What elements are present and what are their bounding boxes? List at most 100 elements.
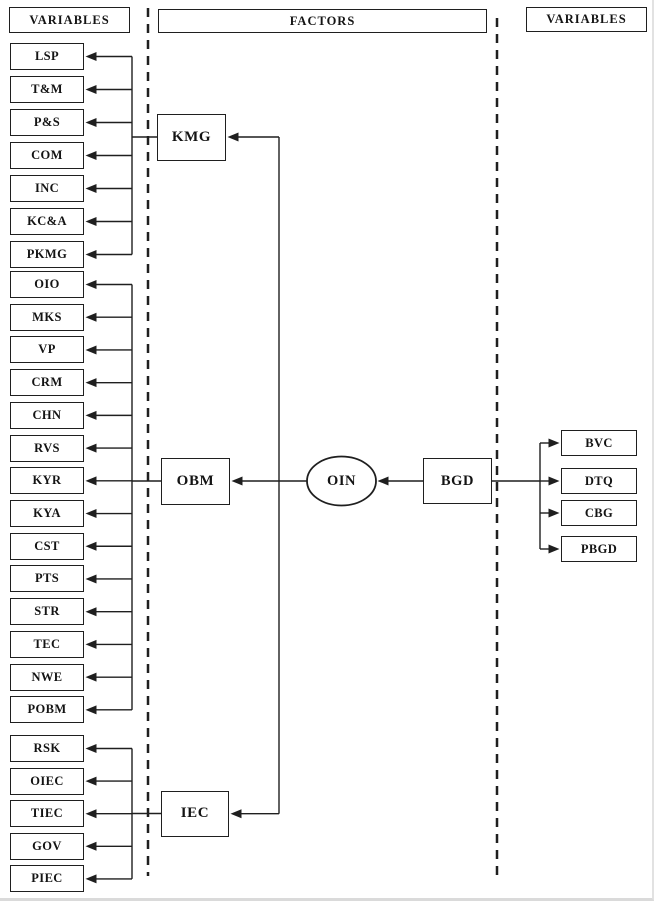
- header-variables-right: VARIABLES: [526, 7, 647, 32]
- variable-box-CRM-label: CRM: [31, 375, 63, 390]
- factor-box-OBM-label: OBM: [176, 472, 215, 489]
- variable-box-PS: P&S: [10, 109, 84, 136]
- arrow-into-TIEC: [85, 809, 97, 819]
- variable-box-PKMG-label: PKMG: [26, 247, 68, 261]
- arrow-into-CST: [85, 541, 97, 551]
- arrow-into-KYA: [85, 509, 97, 519]
- variable-box-KCA: KC&A: [10, 208, 84, 235]
- variable-box-GOV-label: GOV: [32, 838, 62, 853]
- variable-box-DTQ-label: DTQ: [584, 473, 614, 488]
- variable-box-GOV: GOV: [10, 832, 84, 860]
- arrow-into-CHN: [85, 410, 97, 420]
- variable-box-COM-label: COM: [31, 148, 63, 162]
- variable-box-VP-label: VP: [38, 342, 56, 357]
- arrow-into-INC: [85, 184, 97, 193]
- variable-box-CRM: CRM: [10, 369, 84, 397]
- arrow-into-BVC: [548, 438, 560, 448]
- variable-box-KCA-label: KC&A: [27, 214, 67, 228]
- variable-box-PIEC-label: PIEC: [31, 871, 63, 886]
- variable-box-DTQ: DTQ: [561, 468, 637, 494]
- factor-box-IEC: IEC: [161, 790, 229, 837]
- arrow-into-TM: [85, 85, 97, 94]
- factor-box-KMG-label: KMG: [171, 128, 212, 145]
- arrow-into-GOV: [85, 841, 97, 851]
- variable-box-OIO: OIO: [10, 271, 84, 298]
- variable-box-NWE-label: NWE: [31, 669, 63, 684]
- variable-box-PBGD-label: PBGD: [580, 541, 618, 556]
- oin-ellipse: [306, 455, 377, 507]
- variable-box-BVC: BVC: [561, 430, 637, 456]
- variable-box-RVS-label: RVS: [34, 440, 60, 455]
- variable-box-INC-label: INC: [34, 181, 60, 195]
- arrow-into-RSK: [85, 744, 97, 753]
- factor-box-IEC-label: IEC: [180, 805, 210, 821]
- bgd-box: BGD: [423, 458, 492, 504]
- factor-box-OBM: OBM: [161, 457, 230, 505]
- variable-box-CST-label: CST: [34, 538, 60, 553]
- arrow-into-PIEC: [85, 874, 97, 884]
- arrow-into-LSP: [85, 52, 97, 61]
- variable-box-PTS: PTS: [10, 565, 84, 593]
- arrow-into-PBGD: [548, 544, 560, 554]
- variable-box-COM: COM: [10, 142, 84, 169]
- variable-box-LSP: LSP: [10, 43, 84, 70]
- variable-box-PBGD: PBGD: [561, 536, 637, 562]
- variable-box-TIEC: TIEC: [10, 800, 84, 828]
- variable-box-STR-label: STR: [34, 604, 60, 619]
- header-factors-label: FACTORS: [289, 13, 356, 28]
- arrow-into-COM: [85, 151, 97, 160]
- arrow-into-STR: [85, 607, 97, 617]
- variable-box-RSK-label: RSK: [33, 741, 61, 755]
- variable-box-POBM-label: POBM: [27, 702, 67, 717]
- variable-box-MKS: MKS: [10, 303, 84, 331]
- header-variables-right-label: VARIABLES: [546, 12, 627, 26]
- arrow-into-NWE: [85, 672, 97, 682]
- variable-box-KYR: KYR: [10, 467, 84, 495]
- arrow-into-CBG: [548, 508, 560, 518]
- variable-box-TIEC-label: TIEC: [30, 806, 64, 821]
- variable-box-MKS-label: MKS: [32, 309, 62, 324]
- variable-box-TM-label: T&M: [31, 82, 63, 96]
- arrow-into-TEC: [85, 639, 97, 649]
- arrow-into-OIN: [377, 476, 389, 486]
- variable-box-NWE: NWE: [10, 663, 84, 691]
- variable-box-INC: INC: [10, 175, 84, 202]
- bgd-label: BGD: [440, 472, 475, 489]
- arrow-into-DTQ: [548, 476, 560, 486]
- variable-box-OIEC-label: OIEC: [30, 773, 64, 788]
- header-variables-left-label: VARIABLES: [29, 12, 110, 27]
- arrow-into-KYR: [85, 476, 97, 486]
- variable-box-PTS-label: PTS: [34, 571, 60, 586]
- variable-box-TM: T&M: [10, 76, 84, 103]
- variable-box-KYR-label: KYR: [32, 473, 62, 488]
- arrow-into-IEC: [230, 809, 242, 819]
- variable-box-RVS: RVS: [10, 434, 84, 462]
- factor-box-KMG: KMG: [157, 113, 226, 161]
- arrow-into-KCA: [85, 217, 97, 226]
- arrow-into-RVS: [85, 443, 97, 453]
- variable-box-CHN: CHN: [10, 401, 84, 429]
- variable-box-TEC-label: TEC: [33, 636, 61, 651]
- variable-box-LSP-label: LSP: [34, 49, 60, 63]
- arrow-into-CRM: [85, 378, 97, 388]
- arrow-into-MKS: [85, 312, 97, 322]
- variable-box-VP: VP: [10, 336, 84, 364]
- variable-box-CST: CST: [10, 532, 84, 560]
- variable-box-KYA-label: KYA: [33, 506, 61, 521]
- variable-box-PKMG: PKMG: [10, 241, 84, 268]
- variable-box-CBG: CBG: [561, 500, 637, 526]
- oin-label-text: OIN: [327, 472, 356, 489]
- oin-label: OIN: [307, 468, 376, 494]
- variable-box-KYA: KYA: [10, 500, 84, 528]
- variable-box-OIO-label: OIO: [34, 277, 60, 291]
- variable-box-CBG-label: CBG: [584, 505, 614, 520]
- header-variables-left: VARIABLES: [9, 7, 130, 33]
- variable-box-CHN-label: CHN: [32, 407, 62, 422]
- header-factors: FACTORS: [158, 9, 487, 33]
- variable-box-BVC-label: BVC: [585, 435, 613, 450]
- arrow-into-PTS: [85, 574, 97, 584]
- arrow-into-VP: [85, 345, 97, 355]
- arrow-into-POBM: [85, 705, 97, 715]
- arrow-into-OBM: [231, 476, 243, 486]
